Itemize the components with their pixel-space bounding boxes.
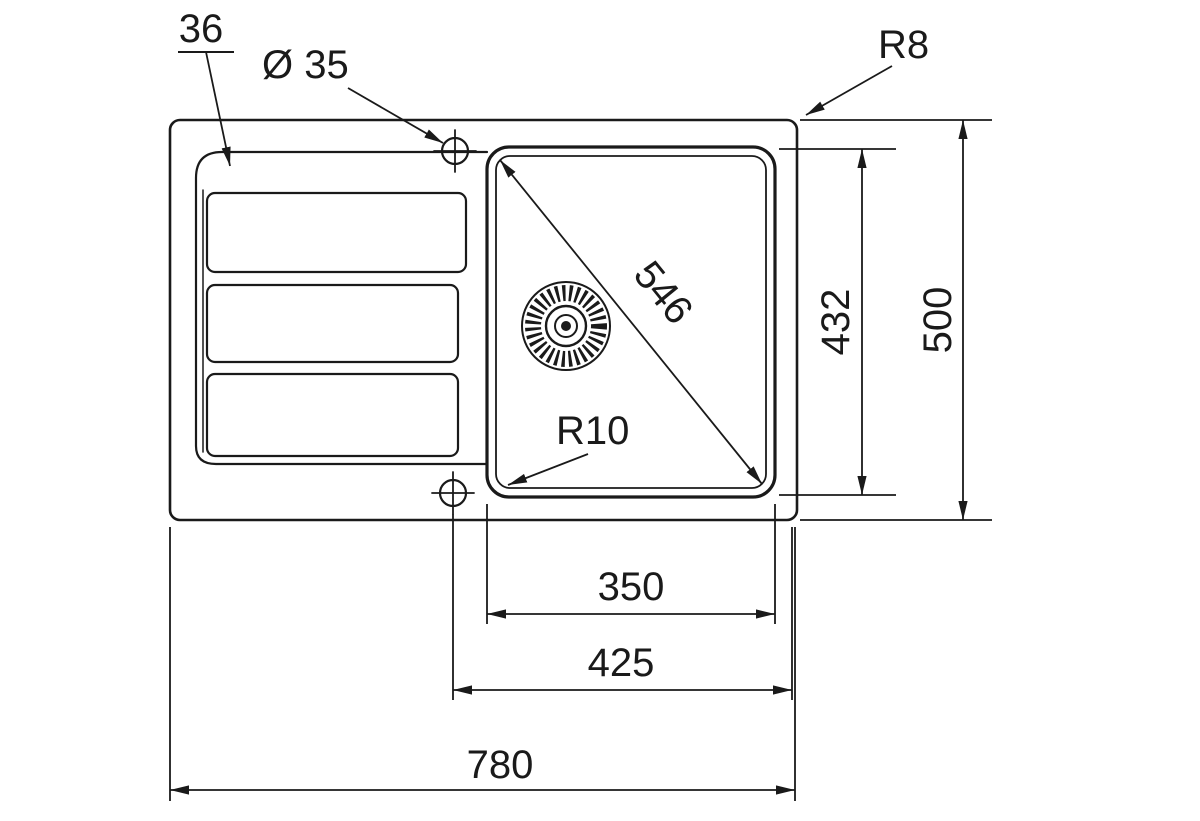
sink-bowl (485, 145, 777, 499)
leader-line (347, 87, 444, 144)
drainboard-tray (194, 150, 489, 466)
dim-overall-depth (800, 119, 992, 521)
drainboard-panel (205, 283, 460, 364)
label-bowl-corner-radius: R10 (556, 409, 629, 453)
drain-center-dot (561, 321, 571, 331)
label-bowl-depth: 432 (814, 289, 858, 356)
dim-corner-radius-bowl (507, 453, 589, 486)
drainboard-panel (205, 191, 468, 274)
bowl-outer-rim (485, 145, 777, 499)
dim-bowl-diagonal (499, 159, 763, 485)
leader-line (805, 65, 893, 116)
label-bowl-offset-width: 425 (588, 641, 655, 685)
label-hole-diameter: Ø 35 (262, 43, 349, 87)
dim-bowl-inner-width (486, 504, 776, 624)
dim-overall-width (169, 527, 796, 801)
bowl-inner-rim (495, 155, 767, 489)
faucet-hole-bottom (431, 471, 475, 515)
dimensions (169, 51, 992, 801)
leader-line (507, 453, 589, 486)
drainboard-panel (205, 372, 460, 458)
dimension-line (499, 159, 763, 485)
dim-hole-diameter (347, 87, 444, 144)
dim-corner-radius-outer (805, 65, 893, 116)
dim-bowl-offset-width (452, 514, 793, 700)
label-overall-width: 780 (467, 743, 534, 787)
label-overall-depth: 500 (916, 287, 960, 354)
drain-strainer (521, 281, 611, 371)
leader-line (205, 51, 231, 167)
dim-drainer-offset (178, 51, 234, 167)
sink-outline (168, 118, 799, 522)
dimension-labels: 36 Ø 35 R8 546 432 500 R10 350 425 780 (179, 7, 960, 787)
faucet-hole-top (433, 129, 477, 173)
label-drainer-offset: 36 (179, 7, 224, 51)
label-outer-corner-radius: R8 (878, 23, 929, 67)
dim-bowl-depth (779, 148, 896, 496)
drainboard-panels (205, 191, 468, 458)
label-bowl-inner-width: 350 (598, 565, 665, 609)
label-bowl-diagonal: 546 (625, 253, 701, 333)
sink-top-view (168, 118, 799, 522)
